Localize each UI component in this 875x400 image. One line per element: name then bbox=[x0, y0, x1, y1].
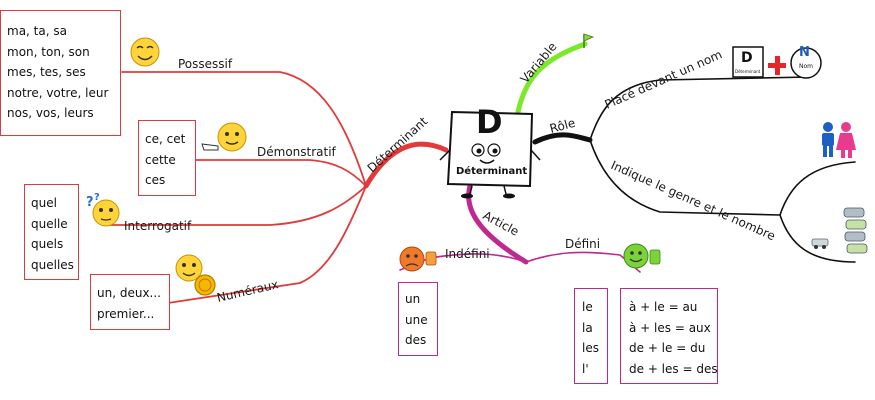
numeraux-box: un, deux... premier... bbox=[90, 274, 170, 330]
black-branches bbox=[532, 76, 856, 263]
label-possessif: Possessif bbox=[178, 57, 233, 71]
defini-articles-box: le la les l' bbox=[574, 288, 608, 384]
defini-article-line: l' bbox=[582, 361, 589, 376]
happy-smiley-icon bbox=[130, 37, 160, 67]
defini-contractions-box: à + le = au à + les = aux de + le = du d… bbox=[620, 288, 718, 384]
determinant-noun-icon: D Déterminant N Nom bbox=[732, 45, 822, 79]
interrogatif-line: quel bbox=[31, 196, 57, 210]
label-numeraux: Numéraux bbox=[216, 277, 280, 305]
thumbs-up-smiley-icon bbox=[623, 243, 661, 269]
label-indefini: Indéfini bbox=[445, 247, 490, 261]
possessif-line: notre, votre, leur bbox=[7, 85, 109, 100]
possessif-line: mes, tes, ses bbox=[7, 65, 86, 79]
numeraux-line: premier... bbox=[97, 306, 155, 321]
defini-contraction-line: de + le = du bbox=[629, 341, 706, 355]
branch-role bbox=[532, 132, 593, 145]
noun-letter: N bbox=[799, 45, 810, 60]
demonstratif-line: ces bbox=[145, 173, 166, 187]
branch-variable bbox=[515, 41, 588, 115]
possessif-line: ma, ta, sa bbox=[7, 24, 67, 38]
indefini-box: un une des bbox=[398, 282, 438, 356]
defini-article-line: le bbox=[582, 300, 593, 314]
branch-genre bbox=[589, 139, 781, 216]
small-d-label: Déterminant bbox=[735, 69, 761, 74]
interrogatif-line: quelle bbox=[31, 216, 68, 231]
numeraux-line: un, deux... bbox=[97, 286, 161, 300]
central-node: D bbox=[439, 103, 541, 199]
possessif-box: ma, ta, sa mon, ton, son mes, tes, ses n… bbox=[0, 10, 121, 136]
interrogatif-line: quelles bbox=[31, 257, 74, 272]
defini-contraction-line: de + les = des bbox=[629, 361, 718, 376]
green-branch bbox=[515, 33, 595, 115]
thumbs-down-smiley-icon bbox=[399, 246, 437, 272]
demonstratif-box: ce, cet cette ces bbox=[138, 120, 196, 196]
defini-contraction-line: à + les = aux bbox=[629, 320, 711, 335]
label-defini: Défini bbox=[565, 237, 600, 251]
question-smiley-icon: ? ? bbox=[86, 192, 120, 227]
branch-genre-lower bbox=[779, 214, 856, 263]
possessif-line: nos, vos, leurs bbox=[7, 106, 94, 120]
svg-text:D: D bbox=[741, 50, 753, 66]
label-interrogatif: Interrogatif bbox=[124, 219, 192, 233]
defini-article-line: les bbox=[582, 341, 599, 355]
red-branches bbox=[104, 71, 449, 304]
money-smiley-icon bbox=[175, 254, 216, 296]
branch-genre-upper bbox=[779, 161, 856, 216]
pointing-smiley-icon bbox=[201, 122, 247, 152]
cars-icon bbox=[811, 207, 868, 254]
label-variable: Variable bbox=[518, 40, 560, 86]
possessif-line: mon, ton, son bbox=[7, 44, 90, 59]
defini-article-line: la bbox=[582, 320, 593, 335]
indefini-line: un bbox=[405, 292, 421, 306]
central-label: Déterminant bbox=[456, 166, 528, 177]
label-role: Rôle bbox=[548, 116, 577, 136]
branch-numeraux bbox=[167, 185, 367, 304]
svg-text:?: ? bbox=[86, 195, 94, 210]
noun-word: Nom bbox=[799, 63, 813, 70]
indefini-line: une bbox=[405, 312, 428, 327]
interrogatif-box: quel quelle quels quelles bbox=[24, 184, 79, 280]
defini-contraction-line: à + le = au bbox=[629, 300, 698, 314]
branch-determinant bbox=[363, 141, 449, 189]
demonstratif-line: cette bbox=[145, 152, 176, 167]
central-letter: D bbox=[476, 103, 503, 141]
svg-text:?: ? bbox=[94, 192, 100, 203]
interrogatif-line: quels bbox=[31, 237, 64, 251]
branch-defini bbox=[525, 251, 641, 273]
branch-interrogatif bbox=[104, 185, 367, 226]
demonstratif-line: ce, cet bbox=[145, 132, 186, 146]
green-flag-icon bbox=[583, 33, 595, 48]
indefini-line: des bbox=[405, 333, 427, 347]
branch-possessif bbox=[121, 71, 367, 187]
branch-place bbox=[589, 76, 811, 141]
male-female-icon bbox=[822, 122, 856, 158]
branch-demonstratif bbox=[194, 159, 367, 187]
label-demonstratif: Démonstratif bbox=[257, 145, 337, 159]
